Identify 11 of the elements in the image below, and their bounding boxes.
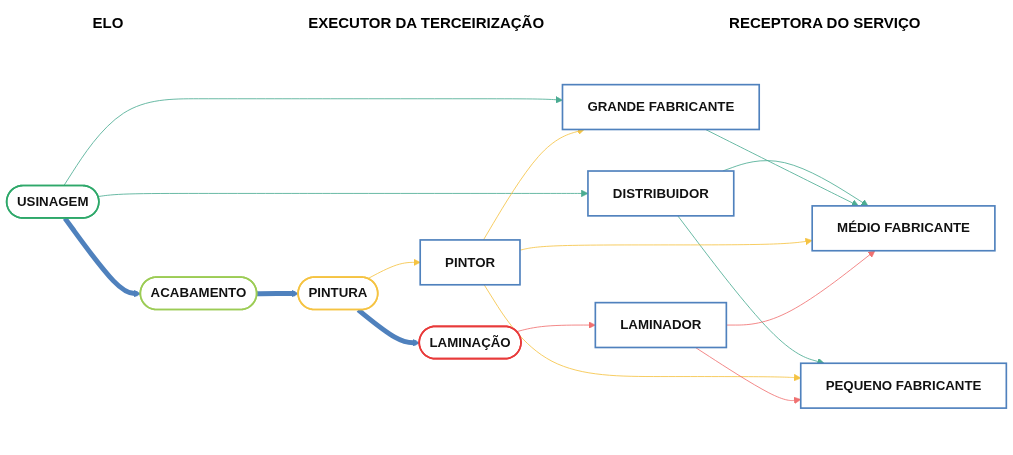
node-box: GRANDE FABRICANTE [561, 83, 761, 131]
column-heading: EXECUTOR DA TERCEIRIZAÇÃO [308, 13, 545, 31]
node-box: LAMINADOR [594, 301, 728, 349]
node-box: MÉDIO FABRICANTE [811, 205, 996, 252]
column-heading: RECEPTORA DO SERVIÇO [729, 13, 921, 31]
column-heading: ELO [92, 13, 124, 31]
arrow [356, 308, 420, 347]
node-box: PINTOR [419, 239, 521, 286]
node-box: DISTRIBUIDOR [587, 170, 735, 217]
arrow [256, 290, 299, 298]
node-box: PEQUENO FABRICANTE [799, 362, 1008, 410]
